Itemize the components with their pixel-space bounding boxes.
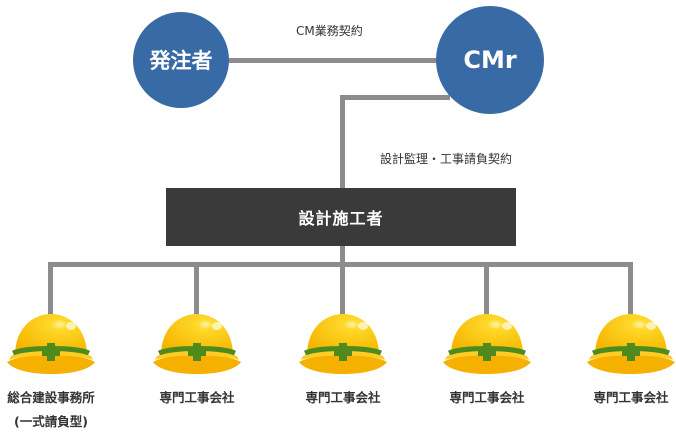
helmet-icon	[585, 312, 676, 376]
design-builder-node: 設計施工者	[166, 188, 516, 246]
drop-line-1	[48, 262, 53, 316]
helmet-icon	[151, 312, 243, 376]
owner-label: 発注者	[149, 49, 213, 73]
cm-to-builder-connector-v	[340, 95, 345, 190]
helmet-icon	[297, 312, 389, 376]
subcontractor-5: 専門工事会社	[561, 386, 676, 410]
cm-to-builder-connector-h	[340, 95, 450, 100]
helmet-icon	[441, 312, 533, 376]
drop-line-3	[340, 262, 345, 316]
drop-line-4	[484, 262, 489, 316]
cm-contract-label: CM業務契約	[296, 24, 363, 38]
design-build-contract-label: 設計監理・工事請負契約	[380, 152, 513, 166]
subcontractor-4: 専門工事会社	[417, 386, 557, 410]
drop-line-5	[628, 262, 633, 316]
subcontractor-label: 専門工事会社	[305, 390, 381, 405]
subcontractor-label: 専門工事会社	[159, 390, 235, 405]
subcontractor-1: 総合建設事務所 (一式請負型)	[0, 386, 121, 434]
owner-node: 発注者	[133, 12, 229, 108]
cm-label: CMr	[463, 46, 517, 74]
cm-node: CMr	[436, 6, 544, 114]
subcontractor-2: 専門工事会社	[127, 386, 267, 410]
drop-line-2	[194, 262, 199, 316]
design-builder-label: 設計施工者	[298, 209, 384, 228]
subcontractor-label: 総合建設事務所	[7, 390, 95, 405]
subcontractor-3: 専門工事会社	[273, 386, 413, 410]
subcontractor-label: 専門工事会社	[449, 390, 525, 405]
subcontractor-label: 専門工事会社	[593, 390, 669, 405]
subcontractor-sublabel: (一式請負型)	[14, 414, 88, 429]
builder-down-connector	[340, 244, 345, 266]
owner-cm-connector	[227, 58, 439, 63]
helmet-icon	[5, 312, 97, 376]
